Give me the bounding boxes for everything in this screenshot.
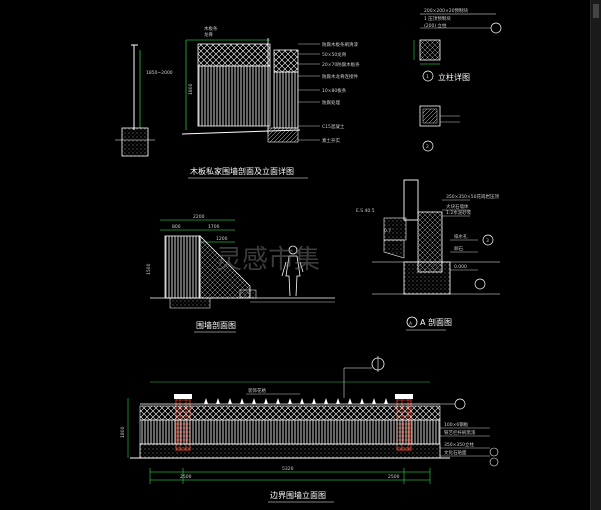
svg-text:防腐木板条刷清漆: 防腐木板条刷清漆 <box>322 41 358 48</box>
svg-text:防腐木龙骨连接件: 防腐木龙骨连接件 <box>322 73 358 80</box>
svg-text:1:2水泥砂浆: 1:2水泥砂浆 <box>446 209 472 216</box>
svg-text:20×70防腐木板条: 20×70防腐木板条 <box>322 61 360 68</box>
slope-top-dimension: 2200 <box>193 214 205 220</box>
scrollbar-thumb[interactable] <box>593 4 599 18</box>
section-a-drawing: 350×350×50花岗岩压顶 大块石墙体 1:2水泥砂浆 排水孔 卵石 0.0… <box>356 179 500 295</box>
svg-text:1: 1 <box>426 74 429 80</box>
svg-text:素土夯实: 素土夯实 <box>322 137 340 144</box>
svg-text:1800: 1800 <box>120 426 126 438</box>
svg-text:排水孔: 排水孔 <box>454 233 468 240</box>
vertical-scrollbar[interactable] <box>590 0 601 510</box>
svg-text:龙骨: 龙骨 <box>204 31 213 38</box>
post-detail-title: 立柱详图 <box>438 72 470 82</box>
svg-text:50×50龙骨: 50×50龙骨 <box>322 51 347 58</box>
fence-section-title: 木板私家围墙剖面及立面详图 <box>190 166 294 176</box>
svg-text:1 压顶预制块: 1 压顶预制块 <box>424 15 451 22</box>
svg-text:铁艺栏杆刷黑漆: 铁艺栏杆刷黑漆 <box>444 429 476 436</box>
post-height-dimension: 1850~2000 <box>146 70 173 76</box>
svg-text:800: 800 <box>172 224 181 230</box>
svg-text:1700: 1700 <box>208 224 220 230</box>
boundary-wall-elevation: 装饰花格 1800 <box>120 356 499 484</box>
svg-text:350×350×50花岗岩压顶: 350×350×50花岗岩压顶 <box>446 193 499 200</box>
svg-text:100×6钢板: 100×6钢板 <box>444 421 469 428</box>
decor-panel-label: 装饰花格 <box>248 387 266 394</box>
section-a-marker: A <box>409 321 413 327</box>
svg-text:(200) 立柱: (200) 立柱 <box>424 22 447 29</box>
svg-text:1200: 1200 <box>216 236 228 242</box>
svg-text:1500: 1500 <box>146 263 152 275</box>
fence-section-drawing: 1850~2000 木板条 龙骨 1800 防腐木板条刷清漆 5 <box>115 25 360 157</box>
post-detail-drawing: 200×200×20预制块 1 压顶预制块 (200) 立柱 1 立柱详图 2 <box>413 7 502 152</box>
svg-text:0.7: 0.7 <box>384 228 391 234</box>
svg-text:1800: 1800 <box>188 83 194 95</box>
svg-text:E.S 40.5: E.S 40.5 <box>356 208 375 214</box>
svg-text:200×200×20预制块: 200×200×20预制块 <box>424 7 468 14</box>
svg-text:10×80板条: 10×80板条 <box>322 87 347 94</box>
svg-text:大块石墙体: 大块石墙体 <box>446 203 469 210</box>
human-scale-figure <box>281 245 304 297</box>
svg-text:防腐处理: 防腐处理 <box>322 99 340 106</box>
elevation-right-dimension: 2500 <box>388 474 400 480</box>
elevation-left-dimension: 2500 <box>180 474 192 480</box>
watermark-text: 灵感市集 <box>216 245 320 275</box>
svg-text:3: 3 <box>486 238 489 244</box>
slope-section-title: 围墙剖面图 <box>196 320 236 330</box>
svg-text:木板条: 木板条 <box>204 25 218 32</box>
elevation-total-dimension: 5320 <box>282 466 294 472</box>
svg-text:0.000: 0.000 <box>454 264 467 270</box>
svg-text:C15混凝土: C15混凝土 <box>322 123 345 130</box>
svg-text:350×350立柱: 350×350立柱 <box>444 441 474 448</box>
svg-text:卵石: 卵石 <box>454 245 463 252</box>
svg-text:2: 2 <box>426 144 429 150</box>
section-a-title: A 剖面图 <box>420 317 452 327</box>
boundary-elevation-title: 边界围墙立面图 <box>270 490 326 500</box>
svg-text:文化石贴面: 文化石贴面 <box>444 449 467 456</box>
slope-section-drawing: 2200 800 1700 1200 1500 <box>146 214 335 309</box>
